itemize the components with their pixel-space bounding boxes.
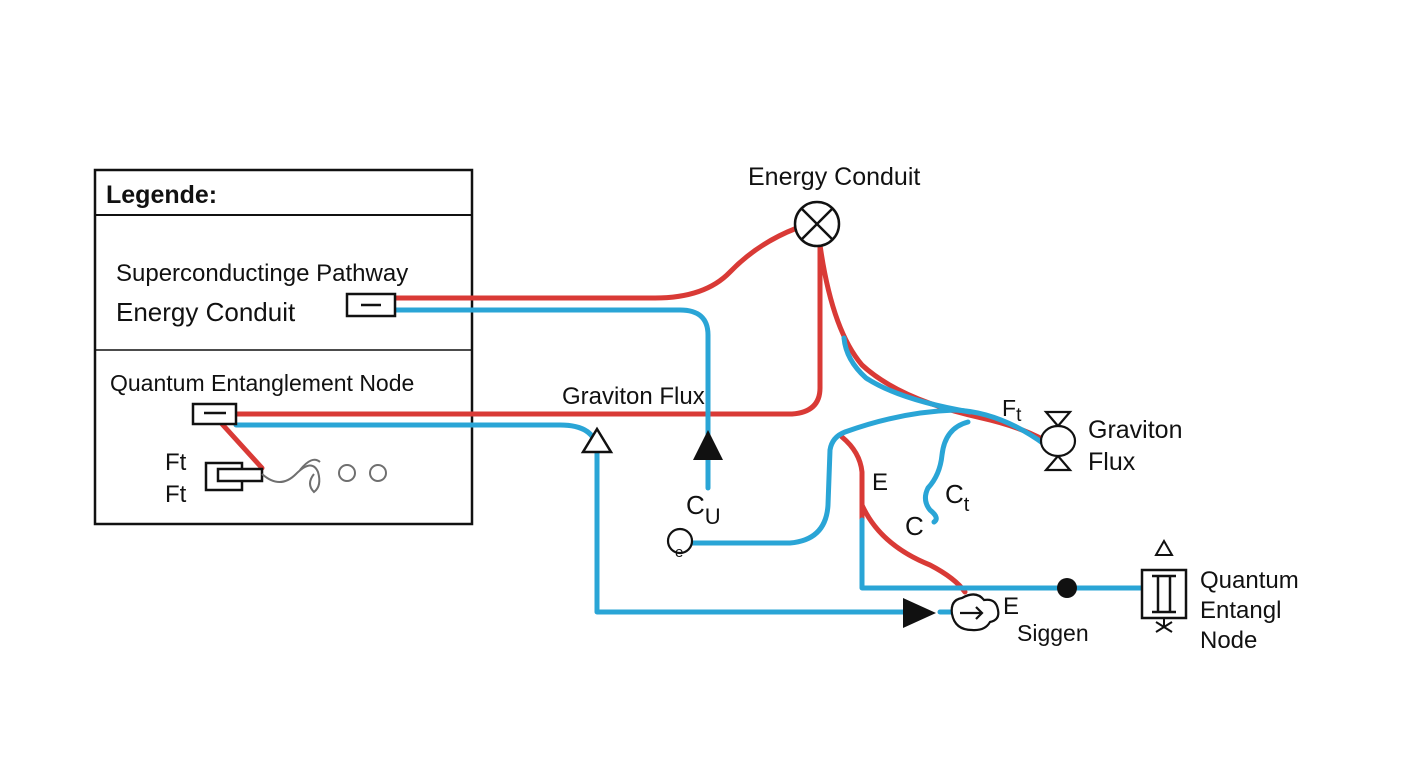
ft-label: Ft <box>1002 395 1022 426</box>
legend-superconducting-label: Superconductinge Pathway <box>116 260 408 287</box>
arrow-head-icon <box>693 430 723 460</box>
c-label: C <box>905 511 924 541</box>
e-label: E <box>872 469 888 496</box>
capacitor-box-icon <box>1140 568 1188 620</box>
e-node-icon <box>666 527 694 555</box>
quantum-label-line1: Quantum <box>1200 567 1299 594</box>
blue-wires <box>233 307 1145 615</box>
legend-pathway-symbol <box>345 292 397 318</box>
valve-icon <box>1039 410 1077 472</box>
legend-coil-icon <box>261 458 321 494</box>
ct-label: Ct <box>945 479 970 516</box>
crossed-circle-icon <box>793 200 841 248</box>
legend-ft-label-2: Ft <box>165 481 187 508</box>
red-wires <box>219 225 1047 595</box>
quantum-label-line3: Node <box>1200 627 1257 654</box>
siggen-icon <box>950 593 1000 632</box>
legend-box: Legende: Superconductinge Pathway Energy… <box>93 168 474 526</box>
legend-dot-icon <box>369 464 387 482</box>
legend-title: Legende: <box>106 181 217 209</box>
legend-dot-icon <box>338 464 356 482</box>
graviton-label-line2: Flux <box>1088 448 1136 476</box>
triangle-icon <box>580 426 614 454</box>
graviton-label-line1: Graviton <box>1088 416 1182 444</box>
arrow-head-icon <box>903 598 936 628</box>
junction-dot-icon <box>1057 578 1077 598</box>
siggen-label: Siggen <box>1017 620 1089 646</box>
legend-quantum-label: Quantum Entanglement Node <box>110 370 414 396</box>
energy-conduit-title: Energy Conduit <box>748 163 920 191</box>
cu-label: CU <box>686 490 721 529</box>
quantum-label-line2: Entangl <box>1200 597 1281 624</box>
legend-ft-label-1: Ft <box>165 449 187 476</box>
e-siggen-label: E <box>1003 593 1019 620</box>
e-small-label: e <box>675 544 683 561</box>
ground-cross-icon <box>1155 618 1173 633</box>
triangle-icon <box>1154 538 1174 556</box>
legend-node-symbol <box>191 402 238 426</box>
legend-energy-label: Energy Conduit <box>116 297 296 327</box>
legend-ft-symbol <box>204 461 264 492</box>
graviton-flux-label: Graviton Flux <box>562 383 705 410</box>
